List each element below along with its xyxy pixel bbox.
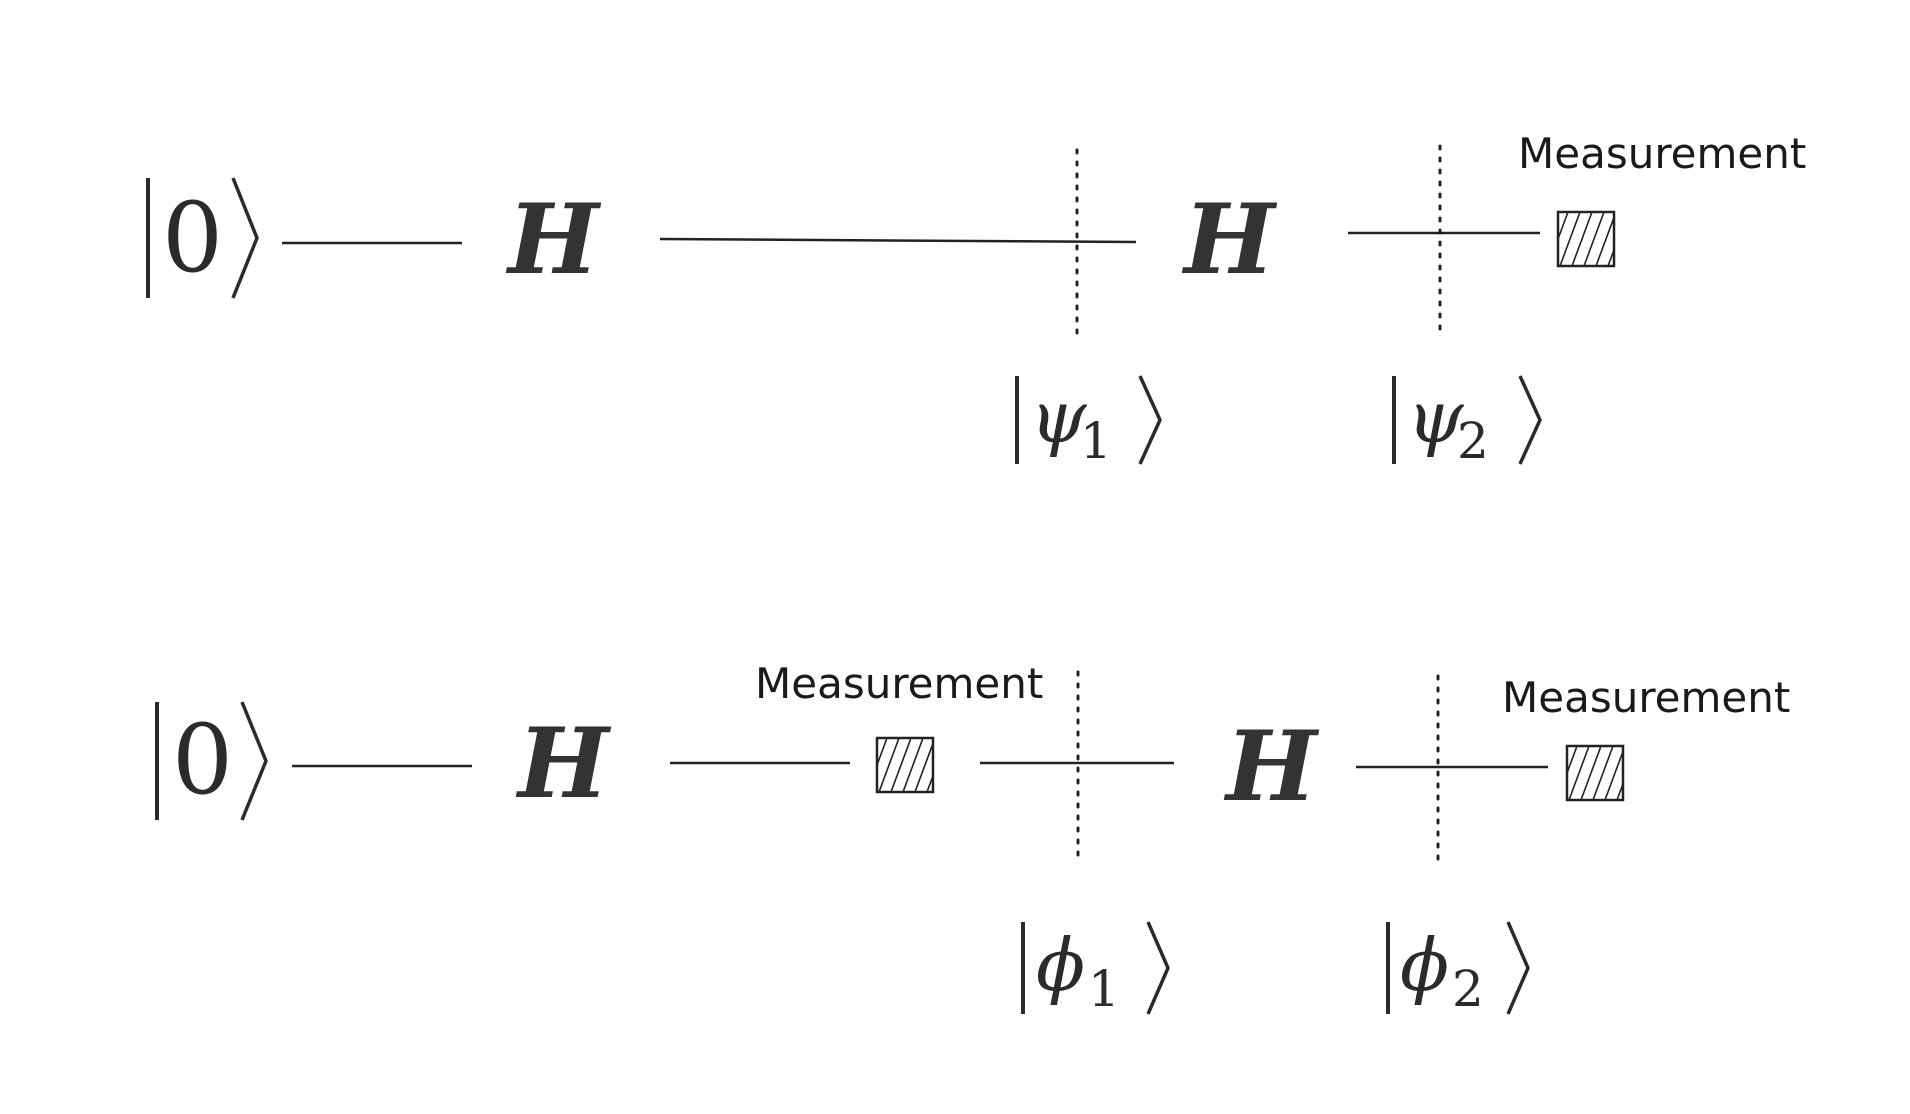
- circuit-bottom: 0 H Measurement H: [155, 659, 1790, 1018]
- measurement-label: Measurement: [1502, 673, 1790, 722]
- ket-angle-right: [1138, 375, 1162, 465]
- state-subscript: 1: [1080, 412, 1112, 470]
- hadamard-gate-1: H: [505, 183, 602, 296]
- ket-angle-right: [1518, 375, 1542, 465]
- measurement-label: Measurement: [1518, 129, 1806, 178]
- input-state-label: 0: [162, 182, 223, 294]
- state-subscript: 2: [1452, 960, 1484, 1018]
- measurement-meter: [1556, 210, 1616, 268]
- hadamard-gate-2: H: [1181, 183, 1278, 296]
- measurement-label: Measurement: [755, 659, 1043, 708]
- hadamard-gate-1: H: [515, 707, 612, 820]
- input-state-label: 0: [172, 704, 233, 816]
- hadamard-gate-2: H: [1223, 710, 1320, 823]
- ket-angle-right: [1146, 921, 1170, 1015]
- state-ket-phi2: ϕ 2: [1386, 921, 1530, 1018]
- ket-angle-right: [231, 177, 259, 299]
- wire-segment: [659, 237, 1137, 244]
- measurement-meter: [875, 736, 935, 794]
- state-symbol: ϕ: [1400, 923, 1449, 1007]
- circuit-top: 0 H H Measurement ψ: [146, 129, 1806, 470]
- state-ket-psi2: ψ 2: [1392, 375, 1542, 470]
- state-ket-psi1: ψ 1: [1015, 375, 1162, 470]
- state-symbol: ψ: [1030, 375, 1088, 459]
- state-symbol: ψ: [1407, 375, 1465, 459]
- state-subscript: 1: [1088, 960, 1120, 1018]
- ket-angle-right: [1506, 921, 1530, 1015]
- measurement-meter: [1565, 744, 1625, 802]
- state-subscript: 2: [1457, 412, 1489, 470]
- input-ket-bottom: 0: [155, 701, 268, 821]
- input-ket-top: 0: [146, 177, 259, 299]
- state-ket-phi1: ϕ 1: [1021, 921, 1170, 1018]
- ket-angle-right: [240, 701, 268, 821]
- state-symbol: ϕ: [1036, 923, 1085, 1007]
